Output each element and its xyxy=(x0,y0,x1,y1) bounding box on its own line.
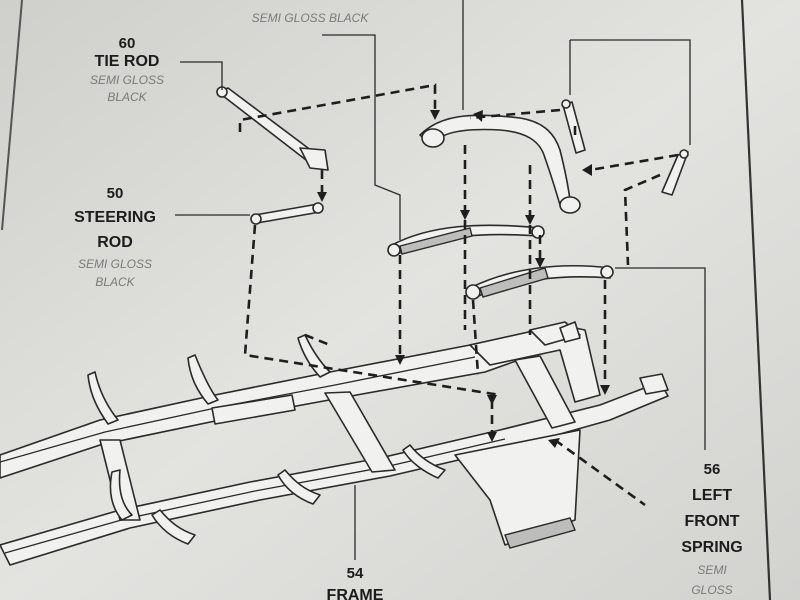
front-axle-part xyxy=(419,114,581,214)
steering-rod-name-line1: STEERING xyxy=(74,209,156,226)
tie-rod-number: 60 xyxy=(119,35,136,52)
steering-rod-part xyxy=(250,202,324,225)
spring-finish-label: SEMI GLOSS BLACK xyxy=(252,11,370,25)
steering-rod-finish-line1: SEMI GLOSS xyxy=(78,257,152,271)
left-front-spring-finish-line2: GLOSS xyxy=(691,583,732,597)
tie-rod-part xyxy=(216,86,329,171)
leader-lines xyxy=(175,0,706,560)
tie-rod-finish-line2: BLACK xyxy=(107,90,147,104)
page-border-left xyxy=(1,0,23,231)
assembly-arrows xyxy=(317,110,610,448)
frame-label: 54 FRAME xyxy=(327,565,384,600)
steering-rod-finish-line2: BLACK xyxy=(95,275,135,289)
left-front-spring-label: 56 LEFT FRONT SPRING SEMI GLOSS xyxy=(681,461,742,597)
steering-rod-label: 50 STEERING ROD SEMI GLOSS BLACK xyxy=(74,185,156,289)
shock-right-part xyxy=(661,149,689,196)
left-front-spring-number: 56 xyxy=(704,461,721,478)
steering-rod-number: 50 xyxy=(107,185,124,202)
tie-rod-finish-line1: SEMI GLOSS xyxy=(90,73,164,87)
frame-part xyxy=(0,321,669,566)
left-front-spring-finish-line1: SEMI xyxy=(697,563,727,577)
tie-rod-label: 60 TIE ROD SEMI GLOSS BLACK xyxy=(90,35,164,104)
left-front-spring-name-line2: FRONT xyxy=(684,513,739,530)
steering-rod-name-line2: ROD xyxy=(97,234,133,251)
tie-rod-name: TIE ROD xyxy=(95,53,160,70)
assembly-guides xyxy=(238,83,679,507)
left-front-spring-name-line3: SPRING xyxy=(681,539,742,556)
left-front-spring-name-line1: LEFT xyxy=(692,487,732,504)
page-border-right xyxy=(740,0,772,600)
frame-name: FRAME xyxy=(327,587,384,600)
frame-number: 54 xyxy=(347,565,364,582)
